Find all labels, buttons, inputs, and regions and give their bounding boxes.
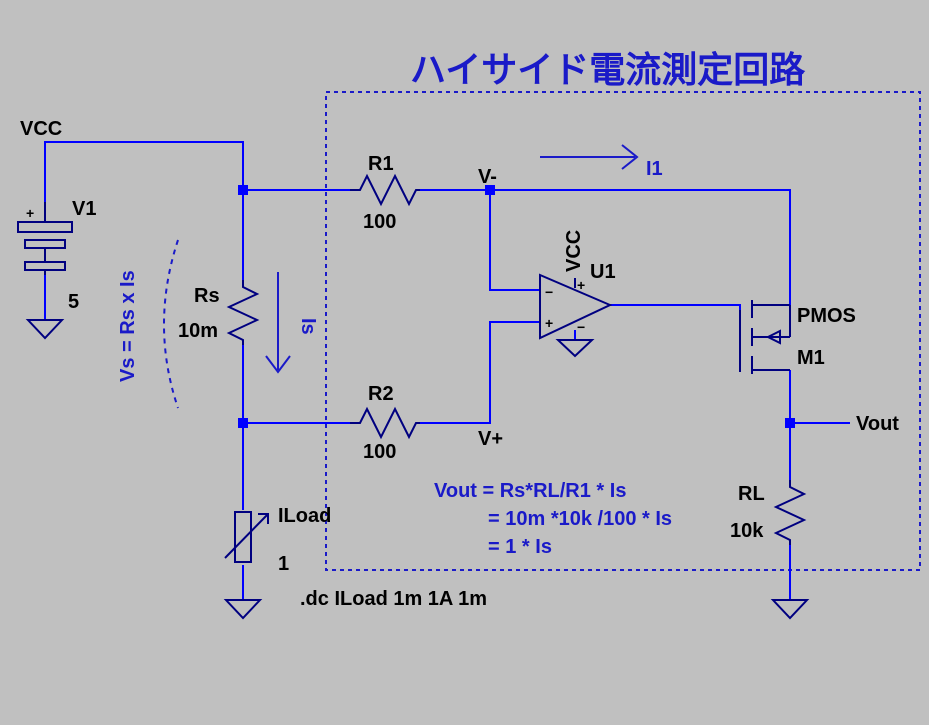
u1-name-label: U1 <box>590 261 616 283</box>
opamp-minus-sign: − <box>545 284 553 300</box>
rl-resistor <box>773 480 807 545</box>
ground-opamp <box>555 339 595 358</box>
v1-value-label: 5 <box>68 291 79 313</box>
junction-vminus <box>485 185 495 195</box>
circuit-title: ハイサイド電流測定回路 <box>410 50 806 91</box>
rs-name-label: Rs <box>194 285 220 307</box>
opamp-gate-wire <box>610 304 741 310</box>
current-i1-arrow <box>540 144 639 170</box>
v1-plate-top <box>17 221 73 233</box>
is-label: Is <box>297 318 319 335</box>
v1-plate-mid <box>24 239 66 249</box>
v1-plus-sign: + <box>26 205 34 221</box>
vs-equation-label: Vs = Rs x Is <box>117 270 139 382</box>
junctions <box>238 185 795 428</box>
r2-value-label: 100 <box>363 441 396 463</box>
dc-directive: .dc ILoad 1m 1A 1m <box>300 588 487 610</box>
opamp-supply-minus: − <box>577 319 585 335</box>
junction-bottom <box>238 418 248 428</box>
current-is-arrow <box>265 272 291 374</box>
junction-top <box>238 185 248 195</box>
rs-resistor <box>226 280 260 345</box>
m1-name-label: M1 <box>797 347 825 369</box>
wires <box>44 141 850 600</box>
v1-source: + <box>17 202 73 275</box>
circuit-boundary-box <box>325 91 921 571</box>
vcc-wire <box>44 141 244 202</box>
r2-name-label: R2 <box>368 383 394 405</box>
junction-vout <box>785 418 795 428</box>
v1-name-label: V1 <box>72 198 96 220</box>
r2-vplus-wire <box>420 321 540 424</box>
ground-symbols <box>25 319 810 620</box>
iload-source <box>224 511 269 563</box>
r2-resistor <box>350 406 420 440</box>
rs-value-label: 10m <box>178 320 218 342</box>
equation-line-1: Vout = Rs*RL/R1 * Is <box>434 480 626 502</box>
opamp-supply-plus: + <box>577 277 585 293</box>
ground-rl <box>770 599 810 620</box>
iload-variable-arrow <box>224 513 269 559</box>
opamp-triangle <box>539 273 613 340</box>
vcc-net-label: VCC <box>20 118 62 140</box>
vout-net-label: Vout <box>856 413 899 435</box>
vs-measure-curve <box>163 239 179 409</box>
vplus-label: V+ <box>478 428 503 450</box>
equation-line-2: = 10m *10k /100 * Is <box>488 508 672 530</box>
iload-name-label: ILoad <box>278 505 331 527</box>
vminus-opamp-wire <box>489 190 540 291</box>
opamp-plus-sign: + <box>545 315 553 331</box>
ground-v1 <box>25 319 65 340</box>
rl-name-label: RL <box>738 483 765 505</box>
i1-label: I1 <box>646 158 663 180</box>
r1-value-label: 100 <box>363 211 396 233</box>
vminus-source-wire <box>490 189 791 305</box>
iload-body <box>234 511 252 563</box>
iload-value-label: 1 <box>278 553 289 575</box>
rl-value-label: 10k <box>730 520 764 542</box>
opamp-u1: − + + − <box>539 273 613 340</box>
vminus-label: V- <box>478 166 497 188</box>
r1-resistor <box>350 173 420 207</box>
pmos-body-arrow <box>765 329 781 345</box>
opamp-supply-label: VCC <box>563 230 585 272</box>
pmos-type-label: PMOS <box>797 305 856 327</box>
iload-arrow-head <box>258 513 269 524</box>
pmos-m1 <box>739 300 791 374</box>
ground-iload <box>223 599 263 620</box>
v1-plate-bottom <box>24 261 66 271</box>
equation-line-3: = 1 * Is <box>488 536 552 558</box>
r1-name-label: R1 <box>368 153 394 175</box>
